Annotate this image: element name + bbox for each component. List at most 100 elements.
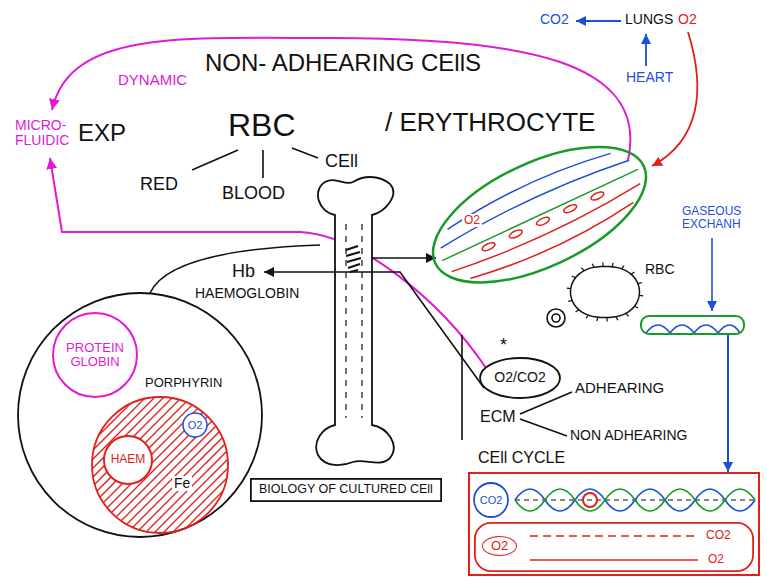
haem-region-outline [0,397,362,533]
bone [346,246,361,272]
mark-label: * [500,336,507,356]
haem-region-outline [145,397,281,533]
lungs-heart-arrow [652,32,697,166]
gas-circle-outline [474,483,508,517]
red-blood-cell-outline [635,306,639,308]
cell-cycle-waves [515,489,755,511]
haem-region-outline [109,397,245,533]
haem-region-outline [0,397,101,533]
lungs-heart-arrow [576,20,621,22]
rbc-cross-section [552,314,560,322]
cell-cycle-box: CEll CYCLECO2O2CO2O2 [468,472,760,576]
red-blood-cell-outline [622,266,624,269]
haem-region: FeHAEMO2 [92,397,228,533]
gas-circle: CO2 [474,483,508,517]
micro-fluidic-arrow [50,158,486,368]
red-blood-cell-outline [612,263,613,267]
blood-vessel: O2 [433,147,646,282]
red-blood-cell-outline [571,267,640,318]
red-blood-cell-outline [631,272,634,274]
vessel-channels [590,190,605,201]
vessel-channels [442,169,638,260]
haem-region-outline [92,397,228,533]
line-label: CO2 [704,529,733,542]
red-blood-cell-outline [572,276,576,278]
topic-label: BIOLOGY OF CULTURED CEll [259,483,433,497]
red-blood-cell-outline [639,295,643,297]
cell-circle-outline [18,293,262,537]
protein-circle-outline [53,313,137,397]
molecule-label: PORPHYRIN [145,376,222,390]
connector-arrow [727,335,729,472]
word-label: BLOOD [222,184,285,204]
haem-region-outline [172,397,308,533]
red-blood-cell-outline [606,317,607,321]
gas-ellipse-outline [480,358,560,398]
haem-label: HAEM [111,453,146,466]
gas-ellipse: O2/CO2 [480,358,560,398]
haem-region-outline [136,397,272,533]
protein-label: PROTEIN GLOBIN [56,341,134,370]
lungs-heart-arrow [576,21,697,166]
arrow-line [150,148,572,440]
red-blood-cell-outline [602,263,603,267]
haem-region-outline [73,397,209,533]
haem-region-outline [19,397,155,533]
vessel-channels [508,228,523,239]
haem-region-outline [82,397,218,533]
haem-region-outline [10,397,146,533]
note-label: DYNAMIC [118,72,187,89]
cell-circle-outline [18,293,262,537]
organ-label: LUNGS [625,12,673,27]
red-blood-cell-outline [592,264,594,268]
haem-region-outline [46,397,182,533]
oxygen-circle: O2 [183,413,207,437]
organ-label: HEART [626,70,673,85]
heading-label: NON- ADHEARING CEllS [205,50,481,76]
heading-label: RBC [228,108,296,143]
gas-label: O2/CO2 [494,370,545,385]
gas-label: O2 [678,12,697,27]
cell-cycle-box-outline [469,473,759,575]
protein-circle: PROTEIN GLOBIN [53,313,137,397]
haem-region-outline [0,397,110,533]
gas-label: CO2 [540,12,569,27]
haem-region-outline [154,397,290,533]
red-blood-cell-outline [567,263,643,322]
molecule-label: Hb [232,262,255,282]
rbc-cross-section [547,309,565,327]
vessel-channels [470,202,636,284]
word-label: CEll [325,152,358,172]
haem-region-outline [199,397,335,533]
red-blood-cell-outline [638,282,642,284]
arrow-line [520,392,572,414]
bone [345,224,346,418]
vessel-channels [535,216,550,227]
term-label: ECM [480,408,516,426]
term-label: ADHEARING [575,380,664,397]
arrow-line [292,148,318,158]
line-label: O2 [706,553,726,566]
heading-label: EXP [78,120,126,146]
haem-region-outline [190,397,326,533]
red-blood-cell-outline [626,313,629,316]
gas-lines [530,536,698,560]
cell-cycle-waves [515,489,755,511]
haem-region-outline [91,397,227,533]
red-blood-cell-outline [586,315,588,318]
vessel-channels [481,241,496,252]
gas-label: O2 [462,214,482,227]
gas-exchange-box-outline [641,316,744,334]
oxygen-circle-outline [183,413,207,437]
gas-exchange-box-outline [640,315,745,335]
gas-exchange-heading: GASEOUS EXCHANH [682,205,757,231]
topic-box-outline [251,479,441,501]
note-label: MICRO- FLUIDIC [15,118,77,149]
haem-region-outline [64,397,200,533]
arrow-line [262,150,264,178]
micro-fluidic-arrow [52,38,630,160]
haem-region-outline [226,397,362,533]
gas-exchange-box: GASEOUS EXCHANH [640,315,745,335]
gas-exchange-leader [646,238,740,333]
